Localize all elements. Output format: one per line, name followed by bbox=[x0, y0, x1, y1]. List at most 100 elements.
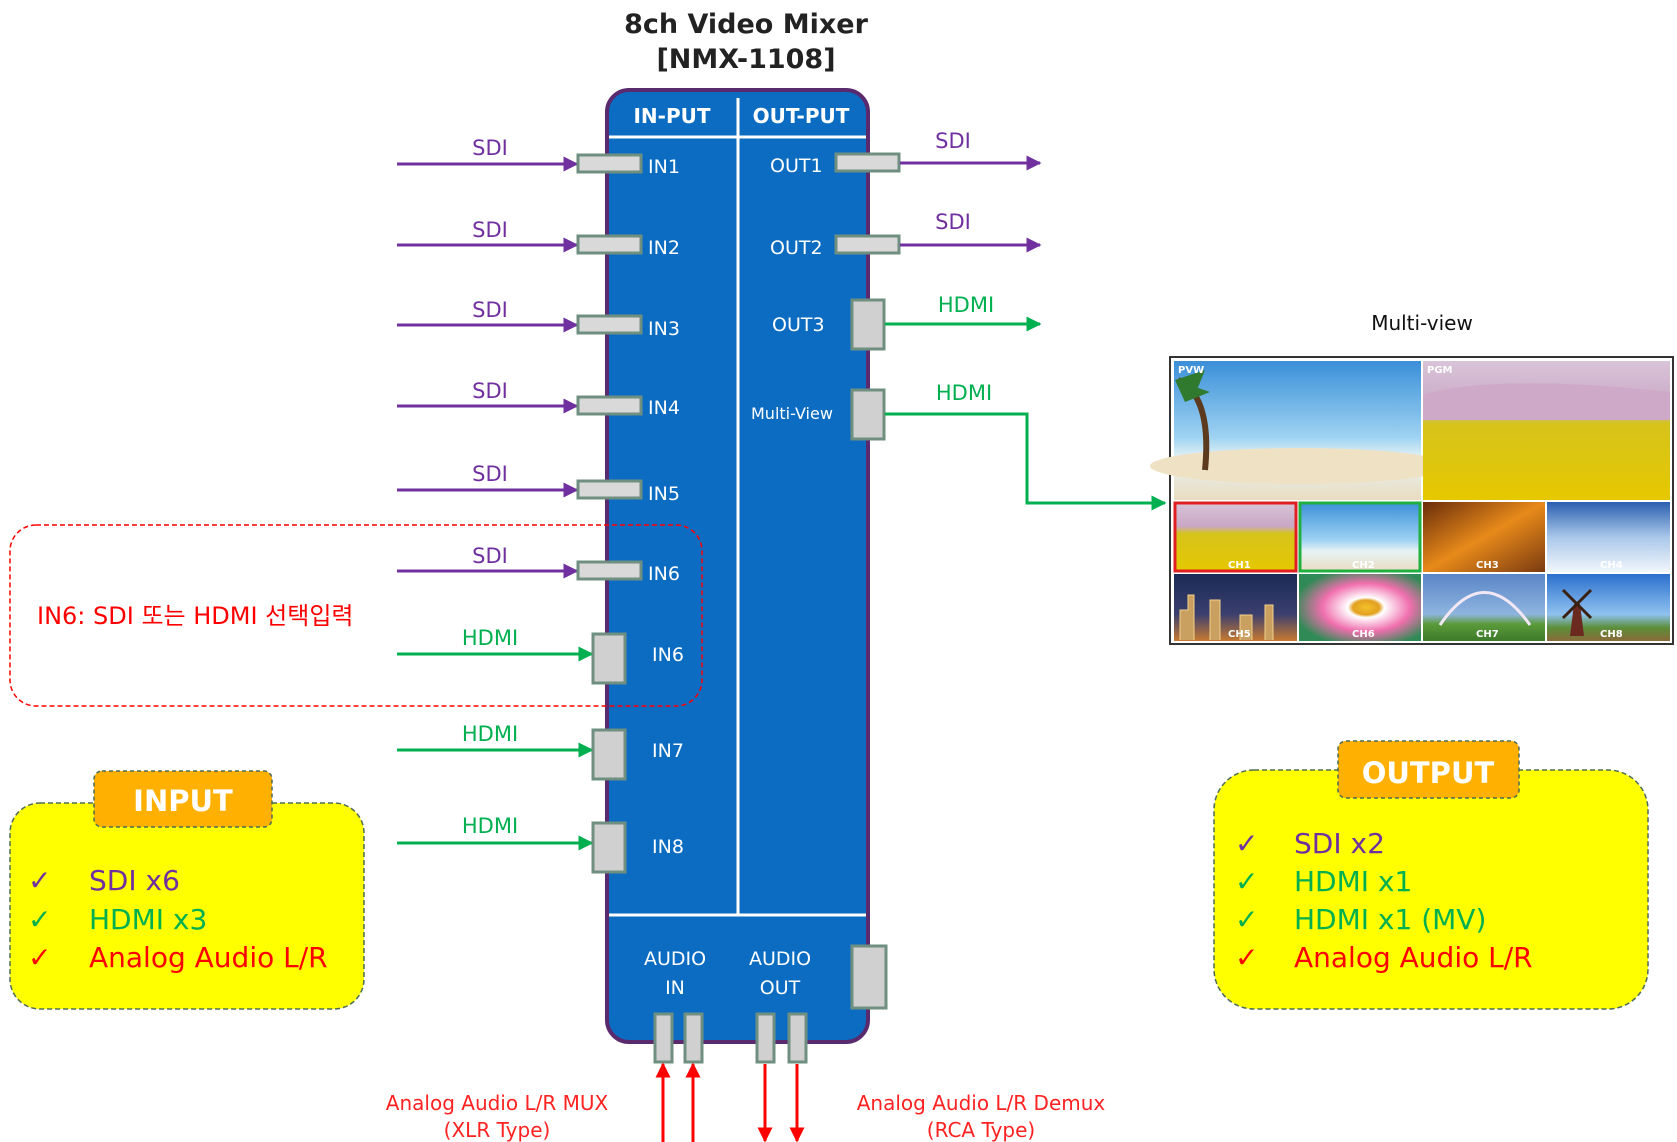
input-in4: SDI IN4 bbox=[397, 379, 680, 419]
signal-label: HDMI bbox=[936, 381, 992, 405]
channel-label: CH3 bbox=[1476, 560, 1499, 571]
output-out3: OUT3 HDMI bbox=[772, 293, 1042, 351]
input-in1: SDI IN1 bbox=[397, 136, 680, 178]
check-icon: ✓ bbox=[1235, 941, 1258, 974]
audio-aux-connector[interactable] bbox=[850, 944, 888, 1010]
signal-label: SDI bbox=[935, 210, 971, 234]
output-summary-item: SDI x2 bbox=[1294, 827, 1385, 860]
signal-label: SDI bbox=[472, 462, 508, 486]
output-out2: OUT2 SDI bbox=[770, 210, 1042, 259]
input-summary: INPUT ✓ SDI x6 ✓ HDMI x3 ✓ Analog Audio … bbox=[9, 770, 365, 1010]
audio-demux-caption-2: (RCA Type) bbox=[927, 1118, 1035, 1142]
output-summary-tab bbox=[1337, 740, 1520, 799]
audio-out-label-1: AUDIO bbox=[749, 948, 811, 970]
multiview-screen: PVW PGM CH1 CH2 CH3 CH4 bbox=[1150, 356, 1674, 645]
hdmi-connector[interactable] bbox=[591, 728, 627, 781]
sdi-connector[interactable] bbox=[576, 479, 643, 500]
sdi-connector[interactable] bbox=[576, 314, 643, 335]
device-body bbox=[605, 88, 870, 1044]
output-summary-item: HDMI x1 (MV) bbox=[1294, 903, 1486, 936]
audio-in-r-connector[interactable] bbox=[683, 1012, 704, 1064]
audio-in-label-1: AUDIO bbox=[644, 948, 706, 970]
input-in7: HDMI IN7 bbox=[397, 722, 684, 781]
signal-label: SDI bbox=[472, 218, 508, 242]
output-multiview: Multi-View HDMI bbox=[751, 381, 1167, 511]
sdi-connector[interactable] bbox=[834, 152, 901, 173]
channel-thumb: CH8 bbox=[1547, 574, 1670, 641]
port-label: IN8 bbox=[652, 836, 684, 858]
channel-thumb: CH5 bbox=[1174, 574, 1297, 641]
port-label: IN6 bbox=[648, 563, 680, 585]
in6-note: IN6: SDI 또는 HDMI 선택입력 bbox=[37, 602, 354, 630]
signal-label: HDMI bbox=[938, 293, 994, 317]
title-line-1: 8ch Video Mixer bbox=[624, 9, 869, 40]
sdi-connector[interactable] bbox=[576, 560, 643, 581]
sdi-connector[interactable] bbox=[834, 234, 901, 255]
hdmi-arrow bbox=[885, 412, 1167, 511]
channel-thumb: CH7 bbox=[1423, 574, 1545, 641]
input-in3: SDI IN3 bbox=[397, 298, 680, 340]
check-icon: ✓ bbox=[1235, 903, 1258, 936]
channel-label: CH1 bbox=[1228, 560, 1251, 571]
input-summary-item: HDMI x3 bbox=[89, 903, 207, 936]
audio-in-l-connector[interactable] bbox=[653, 1012, 674, 1064]
title-line-2: [NMX-1108] bbox=[656, 44, 835, 75]
check-icon: ✓ bbox=[1235, 827, 1258, 860]
pvw-label: PVW bbox=[1178, 365, 1204, 376]
audio-out-label-2: OUT bbox=[760, 977, 801, 999]
audio-mux-caption-1: Analog Audio L/R MUX bbox=[386, 1091, 609, 1115]
signal-label: SDI bbox=[472, 136, 508, 160]
hdmi-connector[interactable] bbox=[850, 388, 886, 441]
signal-label: SDI bbox=[472, 379, 508, 403]
port-label: OUT1 bbox=[770, 155, 823, 177]
signal-label: HDMI bbox=[462, 814, 518, 838]
audio-mux-caption-2: (XLR Type) bbox=[444, 1118, 551, 1142]
sdi-connector[interactable] bbox=[576, 153, 643, 174]
channel-label: CH7 bbox=[1476, 629, 1499, 640]
audio-out-r-connector[interactable] bbox=[787, 1012, 808, 1064]
port-label: Multi-View bbox=[751, 404, 833, 423]
port-label: IN7 bbox=[652, 740, 684, 762]
channel-label: CH4 bbox=[1600, 560, 1623, 571]
input-in8: HDMI IN8 bbox=[397, 814, 684, 874]
output-summary-item: Analog Audio L/R bbox=[1294, 941, 1533, 974]
input-in6-sdi: SDI IN6 bbox=[397, 544, 680, 585]
port-label: OUT2 bbox=[770, 237, 823, 259]
check-icon: ✓ bbox=[28, 864, 51, 897]
input-summary-title: INPUT bbox=[133, 784, 233, 818]
input-in6-hdmi: HDMI IN6 bbox=[397, 626, 684, 685]
hdmi-connector[interactable] bbox=[591, 821, 627, 874]
channel-label: CH2 bbox=[1352, 560, 1375, 571]
audio-demux-caption-1: Analog Audio L/R Demux bbox=[857, 1091, 1106, 1115]
channel-label: CH5 bbox=[1228, 629, 1251, 640]
output-summary-item: HDMI x1 bbox=[1294, 865, 1412, 898]
output-summary: OUTPUT ✓ SDI x2 ✓ HDMI x1 ✓ HDMI x1 (MV)… bbox=[1213, 740, 1649, 1010]
sdi-connector[interactable] bbox=[576, 395, 643, 416]
channel-thumb: CH2 bbox=[1298, 501, 1422, 573]
sdi-connector[interactable] bbox=[576, 234, 643, 255]
audio-in-label-2: IN bbox=[665, 977, 685, 999]
channel-thumb: CH3 bbox=[1423, 502, 1545, 572]
hdmi-connector[interactable] bbox=[850, 298, 886, 351]
signal-label: HDMI bbox=[462, 722, 518, 746]
check-icon: ✓ bbox=[28, 941, 51, 974]
input-in5: SDI IN5 bbox=[397, 462, 680, 505]
port-label: IN2 bbox=[648, 237, 680, 259]
audio-out-l-connector[interactable] bbox=[755, 1012, 776, 1064]
port-label: IN1 bbox=[648, 156, 680, 178]
channel-label: CH6 bbox=[1352, 629, 1375, 640]
channel-thumb: CH4 bbox=[1547, 502, 1670, 572]
check-icon: ✓ bbox=[1235, 865, 1258, 898]
multiview-label: Multi-view bbox=[1371, 311, 1473, 335]
channel-label: CH8 bbox=[1600, 629, 1623, 640]
signal-label: SDI bbox=[935, 129, 971, 153]
signal-label: SDI bbox=[472, 544, 508, 568]
channel-thumb: CH6 bbox=[1299, 574, 1421, 641]
output-out1: OUT1 SDI bbox=[770, 129, 1042, 177]
input-summary-tab bbox=[93, 770, 273, 828]
hdmi-connector[interactable] bbox=[591, 632, 627, 685]
signal-label: SDI bbox=[472, 298, 508, 322]
pgm-label: PGM bbox=[1427, 365, 1453, 376]
port-label: IN3 bbox=[648, 318, 680, 340]
port-label: IN6 bbox=[652, 644, 684, 666]
